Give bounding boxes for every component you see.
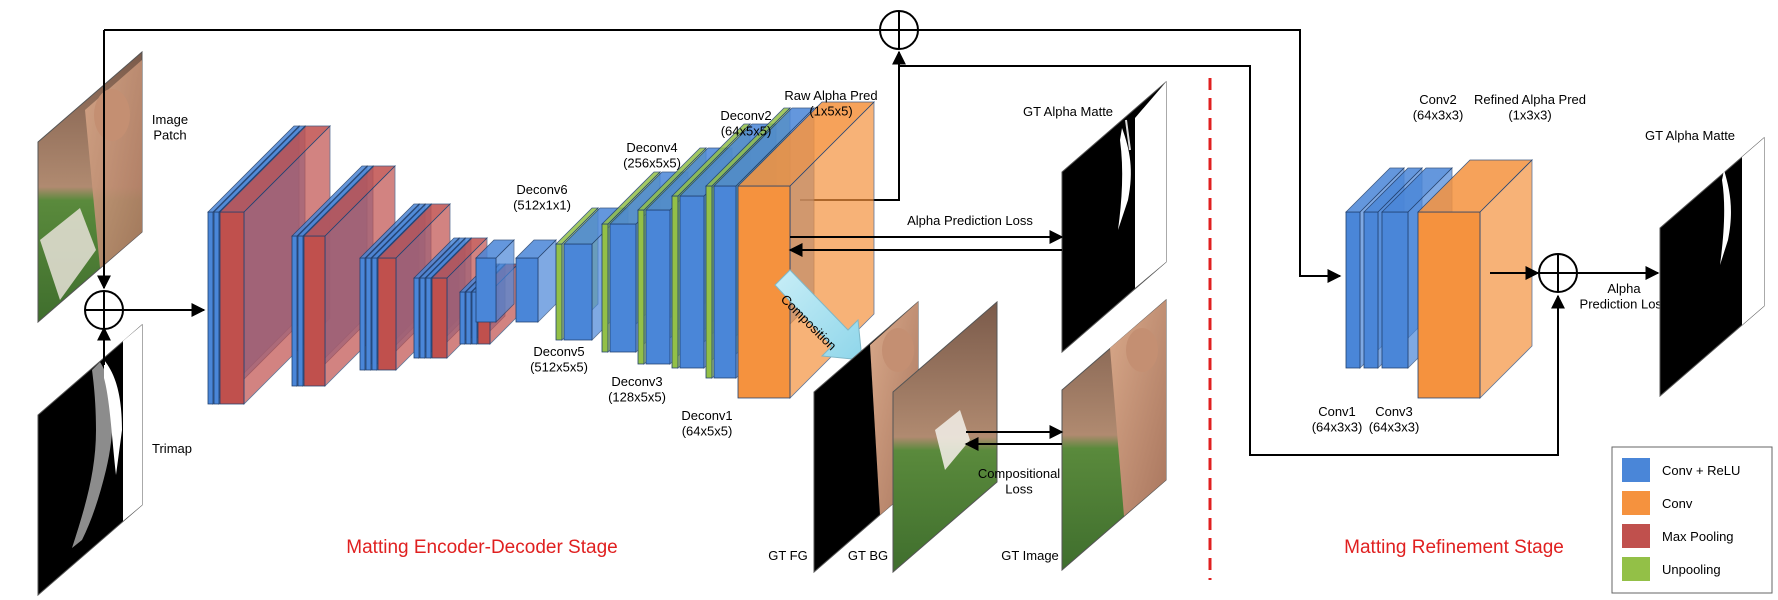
legend-swatch [1622,524,1650,548]
gt-image-label: GT Image [1001,548,1059,563]
conv-relu-slab [475,239,515,323]
refinement-stage-label: Matting Refinement Stage [1344,537,1564,558]
trimap-thumbnail [37,323,143,597]
gt-bg-label: GT BG [848,548,888,563]
gt-alpha-matte-thumbnail [1061,80,1167,354]
gt-alpha-matte-label: GT Alpha Matte [1023,104,1113,119]
refine-plus-icon [1538,253,1578,293]
image-patch-thumbnail [37,50,143,324]
max-pooling-slab [219,125,331,405]
deconv5-label: Deconv5(512x5x5) [530,344,588,375]
legend-label: Max Pooling [1662,529,1734,544]
deconv2-label: Deconv2(64x5x5) [720,108,771,139]
deconv1-label: Deconv1(64x5x5) [681,408,732,439]
trimap-label: Trimap [152,441,192,456]
encoder-decoder-stage-label: Matting Encoder-Decoder Stage [346,537,617,558]
deconv6-label: Deconv6(512x1x1) [513,182,571,213]
gt-bg-thumbnail [892,300,998,574]
gt-alpha-matte-2-label: GT Alpha Matte [1645,128,1735,143]
deconv6-slab [515,239,557,323]
raw-alpha-pred-label: Raw Alpha Pred(1x5x5) [784,88,877,119]
deconv4-label: Deconv4(256x5x5) [623,140,681,171]
concat-plus-icon [84,290,124,330]
skip-plus-icon [879,10,919,50]
conv2-label: Conv2(64x3x3) [1413,92,1464,123]
conv3-label: Conv3(64x3x3) [1369,404,1420,435]
encoder-decoder-layers [207,101,875,405]
alpha-prediction-loss-label: Alpha Prediction Loss [907,213,1033,228]
legend-label: Unpooling [1662,562,1721,577]
gt-image-thumbnail [1061,298,1167,572]
legend-swatch [1622,491,1650,515]
gt-alpha-matte-2-thumbnail [1659,136,1765,398]
refined-alpha-pred-slab [1417,159,1533,399]
conv1-label: Conv1(64x3x3) [1312,404,1363,435]
skip-to-refinement-line [918,29,1342,283]
legend-label: Conv [1662,496,1693,511]
deconv3-label: Deconv3(128x5x5) [608,374,666,405]
refined-alpha-pred-label: Refined Alpha Pred(1x3x3) [1474,92,1586,123]
refinement-layers [1345,159,1533,399]
gt-fg-label: GT FG [768,548,807,563]
raw-alpha-to-refine-sum-line [899,65,1565,456]
legend-label: Conv + ReLU [1662,463,1740,478]
legend-swatch [1622,557,1650,581]
legend-swatch [1622,458,1650,482]
